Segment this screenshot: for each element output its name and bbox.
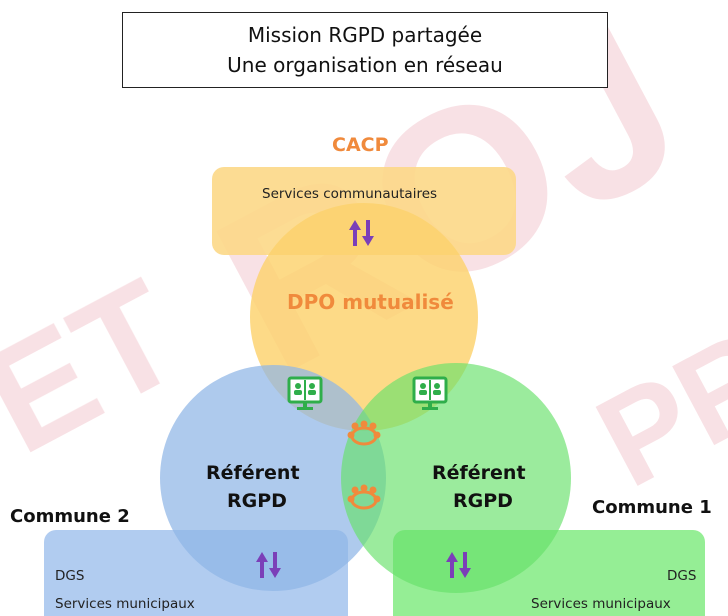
right-referent-circle (341, 363, 571, 593)
right-box-line-1: DGS (667, 568, 697, 584)
video-conference-icon (412, 376, 448, 410)
cacp-label: CACP (332, 134, 389, 156)
exchange-arrows-icon (446, 552, 471, 578)
exchange-arrows-icon (349, 220, 374, 246)
meeting-table-icon (347, 484, 381, 510)
left-referent-circle (160, 365, 386, 591)
top-box-label: Services communautaires (262, 186, 438, 202)
meeting-table-icon (347, 420, 381, 446)
title-box: Mission RGPD partagée Une organisation e… (122, 12, 608, 88)
commune-1-label: Commune 1 (592, 497, 712, 518)
video-conference-icon (287, 376, 323, 410)
right-referent-line-1: Référent (432, 462, 526, 484)
dpo-label: DPO mutualisé (287, 290, 454, 314)
exchange-arrows-icon (256, 552, 281, 578)
right-box-line-2: Services municipaux (531, 596, 671, 612)
left-referent-line-2: RGPD (227, 490, 287, 512)
commune-2-label: Commune 2 (10, 506, 130, 527)
left-box-line-1: DGS (55, 568, 85, 584)
left-referent-line-1: Référent (206, 462, 300, 484)
title-line-2: Une organisation en réseau (227, 53, 503, 77)
title-line-1: Mission RGPD partagée (247, 23, 483, 47)
left-box-line-2: Services municipaux (55, 596, 195, 612)
right-referent-line-2: RGPD (453, 490, 513, 512)
